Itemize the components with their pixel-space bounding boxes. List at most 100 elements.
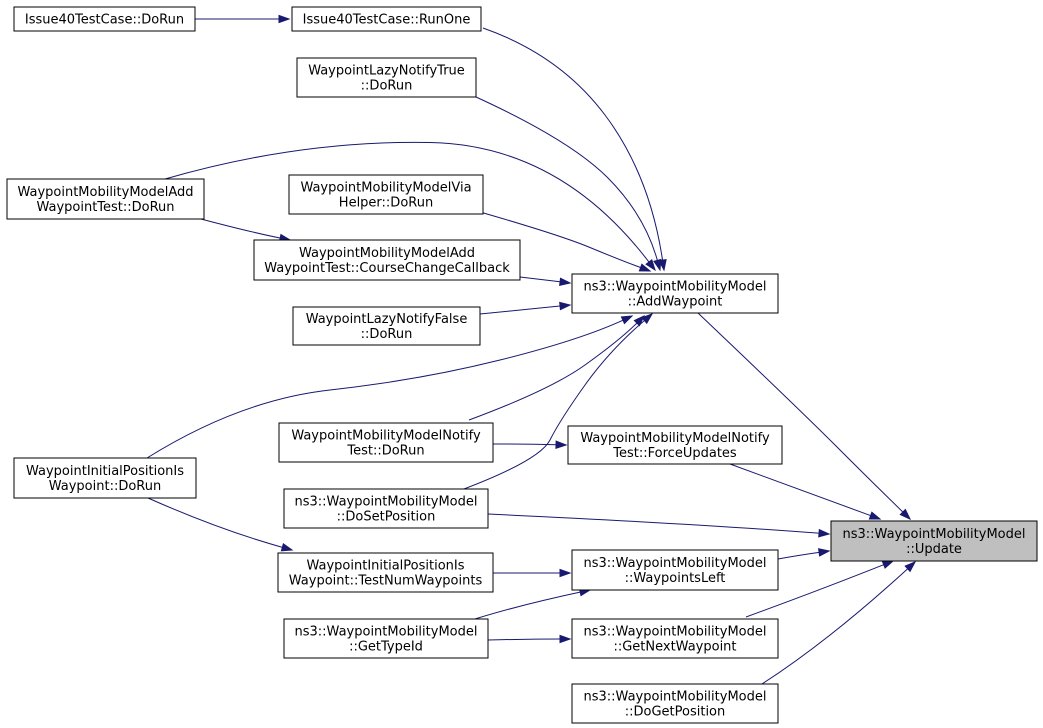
- arrowhead-icon: [559, 634, 572, 644]
- edge-initpos_dorun-to-add_waypoint: [146, 315, 634, 459]
- edge-force_updates-to-update: [729, 463, 882, 520]
- node-label-line: ::WaypointsLeft: [625, 571, 726, 586]
- arrowhead-icon: [559, 568, 572, 578]
- node-box: [571, 273, 779, 314]
- edge-add_waypoint-to-update: [697, 312, 912, 521]
- node-label-line: WaypointMobilityModelVia: [300, 181, 471, 196]
- node-box: [296, 57, 477, 98]
- node-dosetposition[interactable]: ns3::WaypointMobilityModel::DoSetPositio…: [283, 488, 489, 529]
- node-label-line: ns3::WaypointMobilityModel: [584, 280, 767, 295]
- arrowhead-icon: [899, 508, 912, 521]
- node-label-line: WaypointInitialPositionIs: [306, 559, 464, 574]
- node-label-line: Waypoint::DoRun: [49, 479, 162, 494]
- node-label-line: ::Update: [906, 542, 962, 557]
- node-box: [253, 239, 521, 281]
- arrowhead-icon: [278, 14, 291, 24]
- arrowhead-icon: [641, 313, 654, 325]
- node-box: [13, 457, 197, 499]
- node-lazy-false[interactable]: WaypointLazyNotifyFalse::DoRun: [292, 306, 481, 346]
- node-label-line: Issue40TestCase::RunOne: [303, 13, 471, 28]
- node-update[interactable]: ns3::WaypointMobilityModel::Update: [830, 520, 1038, 562]
- node-box: [277, 552, 494, 593]
- node-box: [288, 174, 484, 215]
- node-course-change[interactable]: WaypointMobilityModelAddWaypointTest::Co…: [253, 239, 521, 281]
- edge-line: [463, 319, 646, 490]
- edge-line: [479, 305, 562, 315]
- node-label-line: Test::DoRun: [346, 444, 424, 459]
- arrowhead-icon: [280, 543, 294, 552]
- arrowhead-icon: [559, 277, 572, 287]
- node-label-line: ns3::WaypointMobilityModel: [843, 527, 1026, 542]
- node-box: [6, 178, 205, 220]
- node-label-line: WaypointTest::CourseChangeCallback: [264, 261, 510, 276]
- node-label-line: ::DoSetPosition: [337, 510, 436, 525]
- node-label-line: ns3::WaypointMobilityModel: [584, 556, 767, 571]
- arrowhead-icon: [818, 548, 831, 557]
- edge-line: [777, 551, 821, 560]
- node-label-line: WaypointLazyNotifyFalse: [306, 312, 468, 327]
- edge-dosetposition-to-update: [487, 513, 831, 538]
- node-label-line: ::GetNextWaypoint: [613, 640, 736, 655]
- node-waypointsleft[interactable]: ns3::WaypointMobilityModel::WaypointsLef…: [571, 549, 779, 591]
- node-box: [571, 618, 779, 659]
- edge-line: [729, 463, 872, 517]
- edge-line: [164, 141, 650, 264]
- node-box: [830, 520, 1038, 562]
- edge-addwp_dorun-to-course_change: [200, 218, 292, 243]
- node-label-line: WaypointMobilityModelAdd: [299, 246, 475, 261]
- node-label-line: WaypointMobilityModelAdd: [17, 185, 193, 200]
- edge-course_change-to-add_waypoint: [519, 276, 572, 287]
- arrowhead-icon: [620, 315, 634, 325]
- arrowhead-icon: [881, 560, 895, 569]
- edge-line: [697, 312, 904, 514]
- node-label-line: WaypointInitialPositionIs: [26, 464, 184, 479]
- edge-initpos_dorun-to-testnumwp: [147, 497, 294, 552]
- edge-notify_dorun-to-add_waypoint: [468, 314, 646, 421]
- edge-layer: [146, 14, 917, 685]
- node-label-line: WaypointTest::DoRun: [36, 200, 174, 215]
- node-label-line: Waypoint::TestNumWaypoints: [289, 574, 483, 589]
- edge-waypointsleft-to-update: [777, 548, 831, 560]
- edge-issue_dorun-to-issue_runone: [195, 14, 291, 24]
- edge-issue_runone-to-add_waypoint: [482, 27, 667, 272]
- edge-dogetposition-to-update: [761, 561, 917, 685]
- edge-line: [487, 638, 562, 641]
- node-issue-dorun[interactable]: Issue40TestCase::DoRun: [13, 6, 196, 32]
- node-box: [283, 488, 489, 529]
- edge-via_helper-to-add_waypoint: [479, 211, 652, 272]
- node-label-line: Issue40TestCase::DoRun: [25, 13, 184, 28]
- edge-line: [475, 96, 659, 262]
- edge-lazy_true-to-add_waypoint: [475, 96, 662, 272]
- node-box: [13, 6, 196, 32]
- edge-notify_dorun-to-force_updates: [492, 440, 568, 450]
- node-label-line: ::DoRun: [361, 327, 413, 342]
- node-getnextwp[interactable]: ns3::WaypointMobilityModel::GetNextWaypo…: [571, 618, 779, 659]
- edge-line: [200, 218, 282, 239]
- edge-line: [519, 276, 562, 283]
- node-lazy-true[interactable]: WaypointLazyNotifyTrue::DoRun: [296, 57, 477, 98]
- node-label-line: WaypointMobilityModelNotify: [291, 429, 481, 444]
- edge-line: [745, 563, 885, 618]
- edge-line: [479, 211, 642, 269]
- edge-getnextwp-to-update: [745, 560, 895, 618]
- node-label-line: ns3::WaypointMobilityModel: [584, 690, 767, 705]
- node-testnumwp[interactable]: WaypointInitialPositionIsWaypoint::TestN…: [277, 552, 494, 593]
- arrowhead-icon: [904, 561, 917, 573]
- node-gettypeid[interactable]: ns3::WaypointMobilityModel::GetTypeId: [283, 618, 489, 659]
- node-label-line: ::AddWaypoint: [628, 295, 723, 310]
- node-dogetposition[interactable]: ns3::WaypointMobilityModel::DoGetPositio…: [571, 683, 779, 724]
- arrowhead-icon: [868, 511, 882, 520]
- node-issue-runone[interactable]: Issue40TestCase::RunOne: [291, 6, 482, 32]
- node-addwp-dorun[interactable]: WaypointMobilityModelAddWaypointTest::Do…: [6, 178, 205, 220]
- node-label-line: WaypointLazyNotifyTrue: [308, 64, 465, 79]
- arrowhead-icon: [555, 440, 568, 450]
- node-label-line: Helper::DoRun: [339, 196, 433, 211]
- node-force-updates[interactable]: WaypointMobilityModelNotifyTest::ForceUp…: [567, 425, 783, 465]
- node-add-waypoint[interactable]: ns3::WaypointMobilityModel::AddWaypoint: [571, 273, 779, 314]
- node-box: [292, 306, 481, 346]
- edge-gettypeid-to-waypointsleft: [474, 587, 592, 620]
